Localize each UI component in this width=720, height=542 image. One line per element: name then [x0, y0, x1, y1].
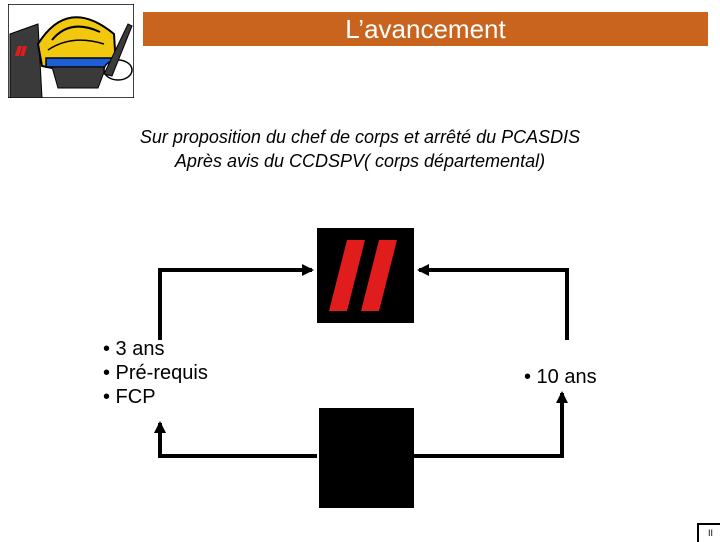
subtitle-line-1: Sur proposition du chef de corps et arrê… [139, 127, 581, 147]
list-item: • 10 ans [524, 366, 597, 388]
right-requirements-list: • 10 ans [524, 365, 597, 389]
list-item: • FCP [103, 386, 156, 408]
list-item: • 3 ans [103, 338, 165, 360]
double-stripe-rank-icon [329, 240, 397, 311]
subtitle-line-2: Après avis du CCDSPV( corps départementa… [174, 151, 546, 171]
left-up-connector [158, 264, 314, 340]
bottom-left-connector [154, 421, 317, 458]
list-item: • Pré-requis [103, 362, 208, 384]
left-requirements-list: • 3 ans • Pré-requis • FCP [103, 337, 208, 409]
right-up-connector [417, 264, 569, 340]
page-title: L’avancement [143, 12, 708, 46]
page-number: II [697, 523, 720, 542]
bottom-right-connector [414, 391, 568, 458]
firefighter-helmet-icon [8, 4, 134, 98]
rank-insignia-bottom [319, 408, 414, 508]
rank-insignia-top [317, 228, 414, 323]
